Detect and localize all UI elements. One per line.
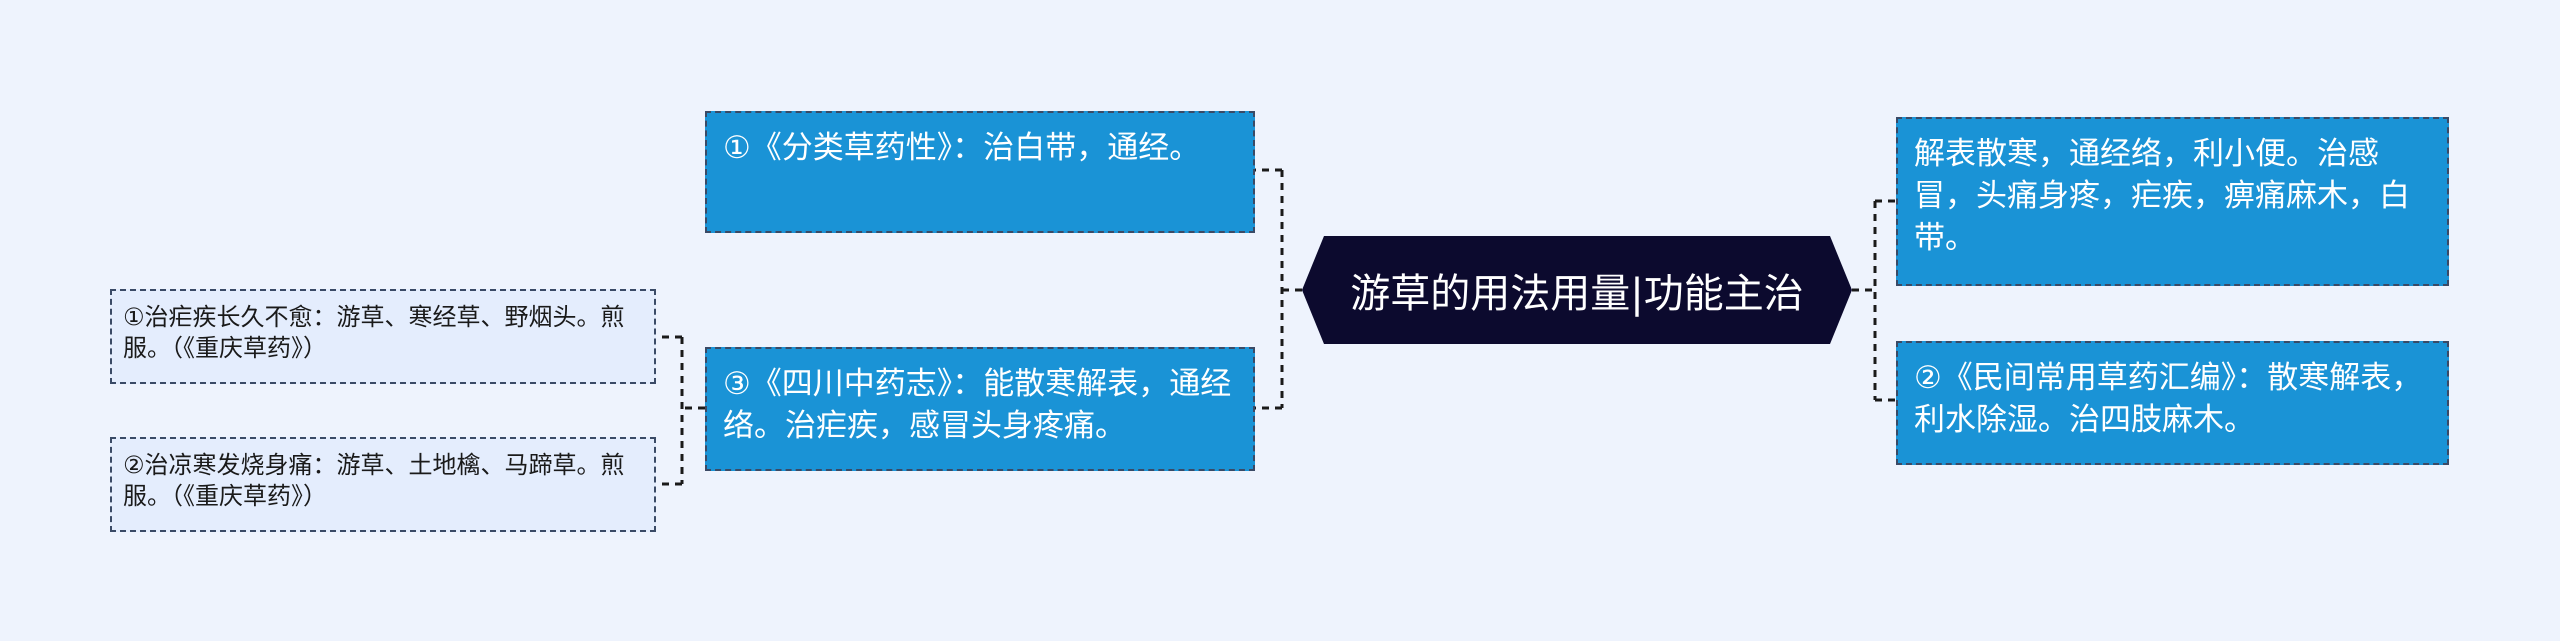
right-node-2[interactable]: ②《民间常用草药汇编》：散寒解表，利水除湿。治四肢麻木。 xyxy=(1896,341,2449,465)
root-node-label: 游草的用法用量|功能主治 xyxy=(1350,271,1804,317)
root-node[interactable]: 游草的用法用量|功能主治 xyxy=(1302,236,1852,344)
right-node-1[interactable]: 解表散寒，通经络，利小便。治感冒，头痛身疼，疟疾，痹痛麻木，白带。 xyxy=(1896,117,2449,286)
left-node-2[interactable]: ③《四川中药志》：能散寒解表，通经络。治疟疾，感冒头身疼痛。 xyxy=(705,347,1255,471)
left-child-1[interactable]: ①治疟疾长久不愈：游草、寒经草、野烟头。煎服。（《重庆草药》） xyxy=(110,289,656,384)
left-node-1[interactable]: ①《分类草药性》：治白带，通经。 xyxy=(705,111,1255,233)
root-node-shape xyxy=(1302,236,1852,344)
left-child-2[interactable]: ②治凉寒发烧身痛：游草、土地檎、马蹄草。煎服。（《重庆草药》） xyxy=(110,437,656,532)
